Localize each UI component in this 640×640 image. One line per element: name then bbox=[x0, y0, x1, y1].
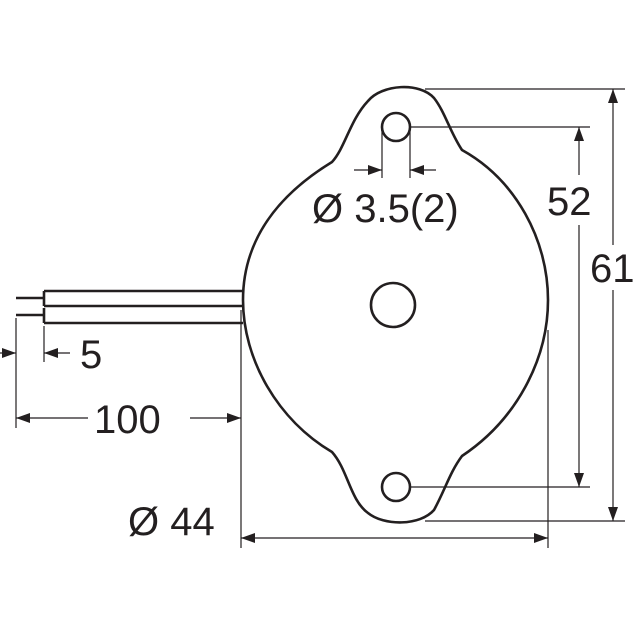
extension-lines bbox=[15, 88, 625, 548]
buzzer-body-outline bbox=[241, 85, 550, 524]
mounting-hole-top bbox=[380, 111, 412, 143]
mounting-hole-bottom bbox=[380, 471, 412, 503]
dim-hole-spacing: 52 bbox=[547, 127, 592, 487]
hole-diameter-label: Ø 3.5(2) bbox=[312, 187, 459, 231]
dim-overall-height: 61 bbox=[590, 89, 635, 521]
lead-length-label: 100 bbox=[94, 398, 161, 442]
sound-port bbox=[369, 281, 417, 329]
lead-strip-label: 5 bbox=[80, 333, 102, 377]
overall-height-label: 61 bbox=[590, 247, 635, 291]
dim-lead-strip: 5 bbox=[0, 333, 102, 377]
dim-hole-diameter: Ø 3.5(2) bbox=[312, 165, 459, 231]
lead-wires bbox=[16, 289, 243, 325]
body-diameter-label: Ø 44 bbox=[128, 500, 215, 544]
dim-lead-length: 100 bbox=[16, 398, 241, 442]
dim-body-diameter: Ø 44 bbox=[128, 500, 548, 544]
hole-spacing-label: 52 bbox=[547, 180, 592, 224]
